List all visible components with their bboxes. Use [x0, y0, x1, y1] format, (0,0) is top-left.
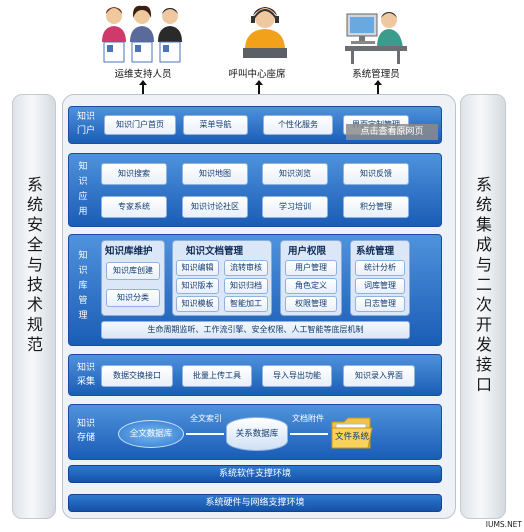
watermark: IUMS.NET [485, 520, 522, 529]
attachment-label: 文档附件 [292, 414, 324, 423]
knowledge-map-box: 知识地图 [182, 163, 248, 185]
user-rights-title: 用户权限 [288, 246, 327, 257]
link-arrow-fulltext [186, 433, 224, 435]
rights-manage-box: 权限管理 [285, 296, 337, 312]
doc-version-box: 知识版本 [176, 278, 219, 294]
portal-layer-label: 知识门户 [76, 112, 95, 136]
kb-classify-box: 知识分类 [106, 289, 160, 307]
knowledge-browse-box: 知识浏览 [262, 163, 328, 185]
kb-management-label: 知识库管理 [78, 251, 88, 321]
fulltext-db-shape [118, 420, 184, 448]
relational-db-label: 关系数据库 [235, 429, 279, 439]
portal-home-box: 知识门户首页 [104, 115, 176, 135]
lifecycle-mechanism-box: 生命周期监听、工作流引擎、安全权限、人工智能等底层机制 [101, 321, 410, 339]
integration-interface-panel: 系统集成与二次开发接口 [460, 94, 506, 519]
actor-label-sysadmin: 系统管理员 [352, 69, 400, 80]
view-original-overlay: 点击查看原网页 [346, 124, 438, 140]
application-layer-label: 知识应用 [78, 162, 88, 217]
expert-system-box: 专家系统 [101, 196, 167, 218]
kb-create-box: 知识库创建 [106, 262, 160, 280]
discussion-community-box: 知识讨论社区 [182, 196, 248, 218]
lexicon-manage-box: 词库管理 [355, 278, 405, 294]
knowledge-search-box: 知识搜索 [101, 163, 167, 185]
log-manage-box: 日志管理 [355, 296, 405, 312]
role-define-box: 角色定义 [285, 278, 337, 294]
folder-icon [330, 414, 374, 450]
entry-ui-box: 知识录入界面 [343, 365, 415, 387]
doc-smart-process-box: 智能加工 [224, 296, 268, 312]
support-staff-figure [98, 2, 190, 64]
call-center-agent-figure [235, 2, 295, 64]
storage-layer-label: 知识存储 [76, 419, 95, 443]
actor-label-support: 运维支持人员 [114, 69, 172, 80]
security-standards-panel: 系统安全与技术规范 [12, 94, 56, 519]
collection-layer-label: 知识采集 [76, 363, 95, 387]
batch-upload-box: 批量上传工具 [182, 365, 252, 387]
system-admin-figure [345, 6, 407, 64]
knowledge-feedback-box: 知识反馈 [343, 163, 409, 185]
fulltext-index-label: 全文索引 [190, 414, 222, 423]
integration-interface-label: 系统集成与二次开发接口 [475, 175, 492, 394]
menu-nav-box: 菜单导航 [183, 115, 248, 135]
doc-edit-box: 知识编辑 [176, 260, 219, 276]
link-arrow-attachment [290, 433, 328, 435]
learning-training-box: 学习培训 [262, 196, 328, 218]
doc-manage-title: 知识文档管理 [186, 246, 244, 257]
file-system-label: 文件系统 [334, 432, 369, 442]
security-standards-label: 系统安全与技术规范 [26, 175, 43, 354]
actor-label-call-center: 呼叫中心座席 [228, 69, 286, 80]
doc-review-box: 流转审核 [224, 260, 268, 276]
kb-maintain-title: 知识库维护 [105, 246, 153, 257]
relational-db-shape [226, 417, 288, 451]
points-management-box: 积分管理 [343, 196, 409, 218]
data-exchange-box: 数据交换接口 [101, 365, 173, 387]
stats-analysis-box: 统计分析 [355, 260, 405, 276]
sys-manage-title: 系统管理 [356, 246, 395, 257]
import-export-box: 导入导出功能 [262, 365, 332, 387]
personal-service-box: 个性化服务 [263, 115, 333, 135]
hardware-network-bar: 系统硬件与网络支撑环境 [68, 494, 442, 512]
doc-template-box: 知识模板 [176, 296, 219, 312]
fulltext-db-label: 全文数据库 [129, 429, 173, 439]
user-manage-box: 用户管理 [285, 260, 337, 276]
software-support-bar: 系统软件支撑环境 [68, 465, 442, 483]
doc-archive-box: 知识归档 [224, 278, 268, 294]
